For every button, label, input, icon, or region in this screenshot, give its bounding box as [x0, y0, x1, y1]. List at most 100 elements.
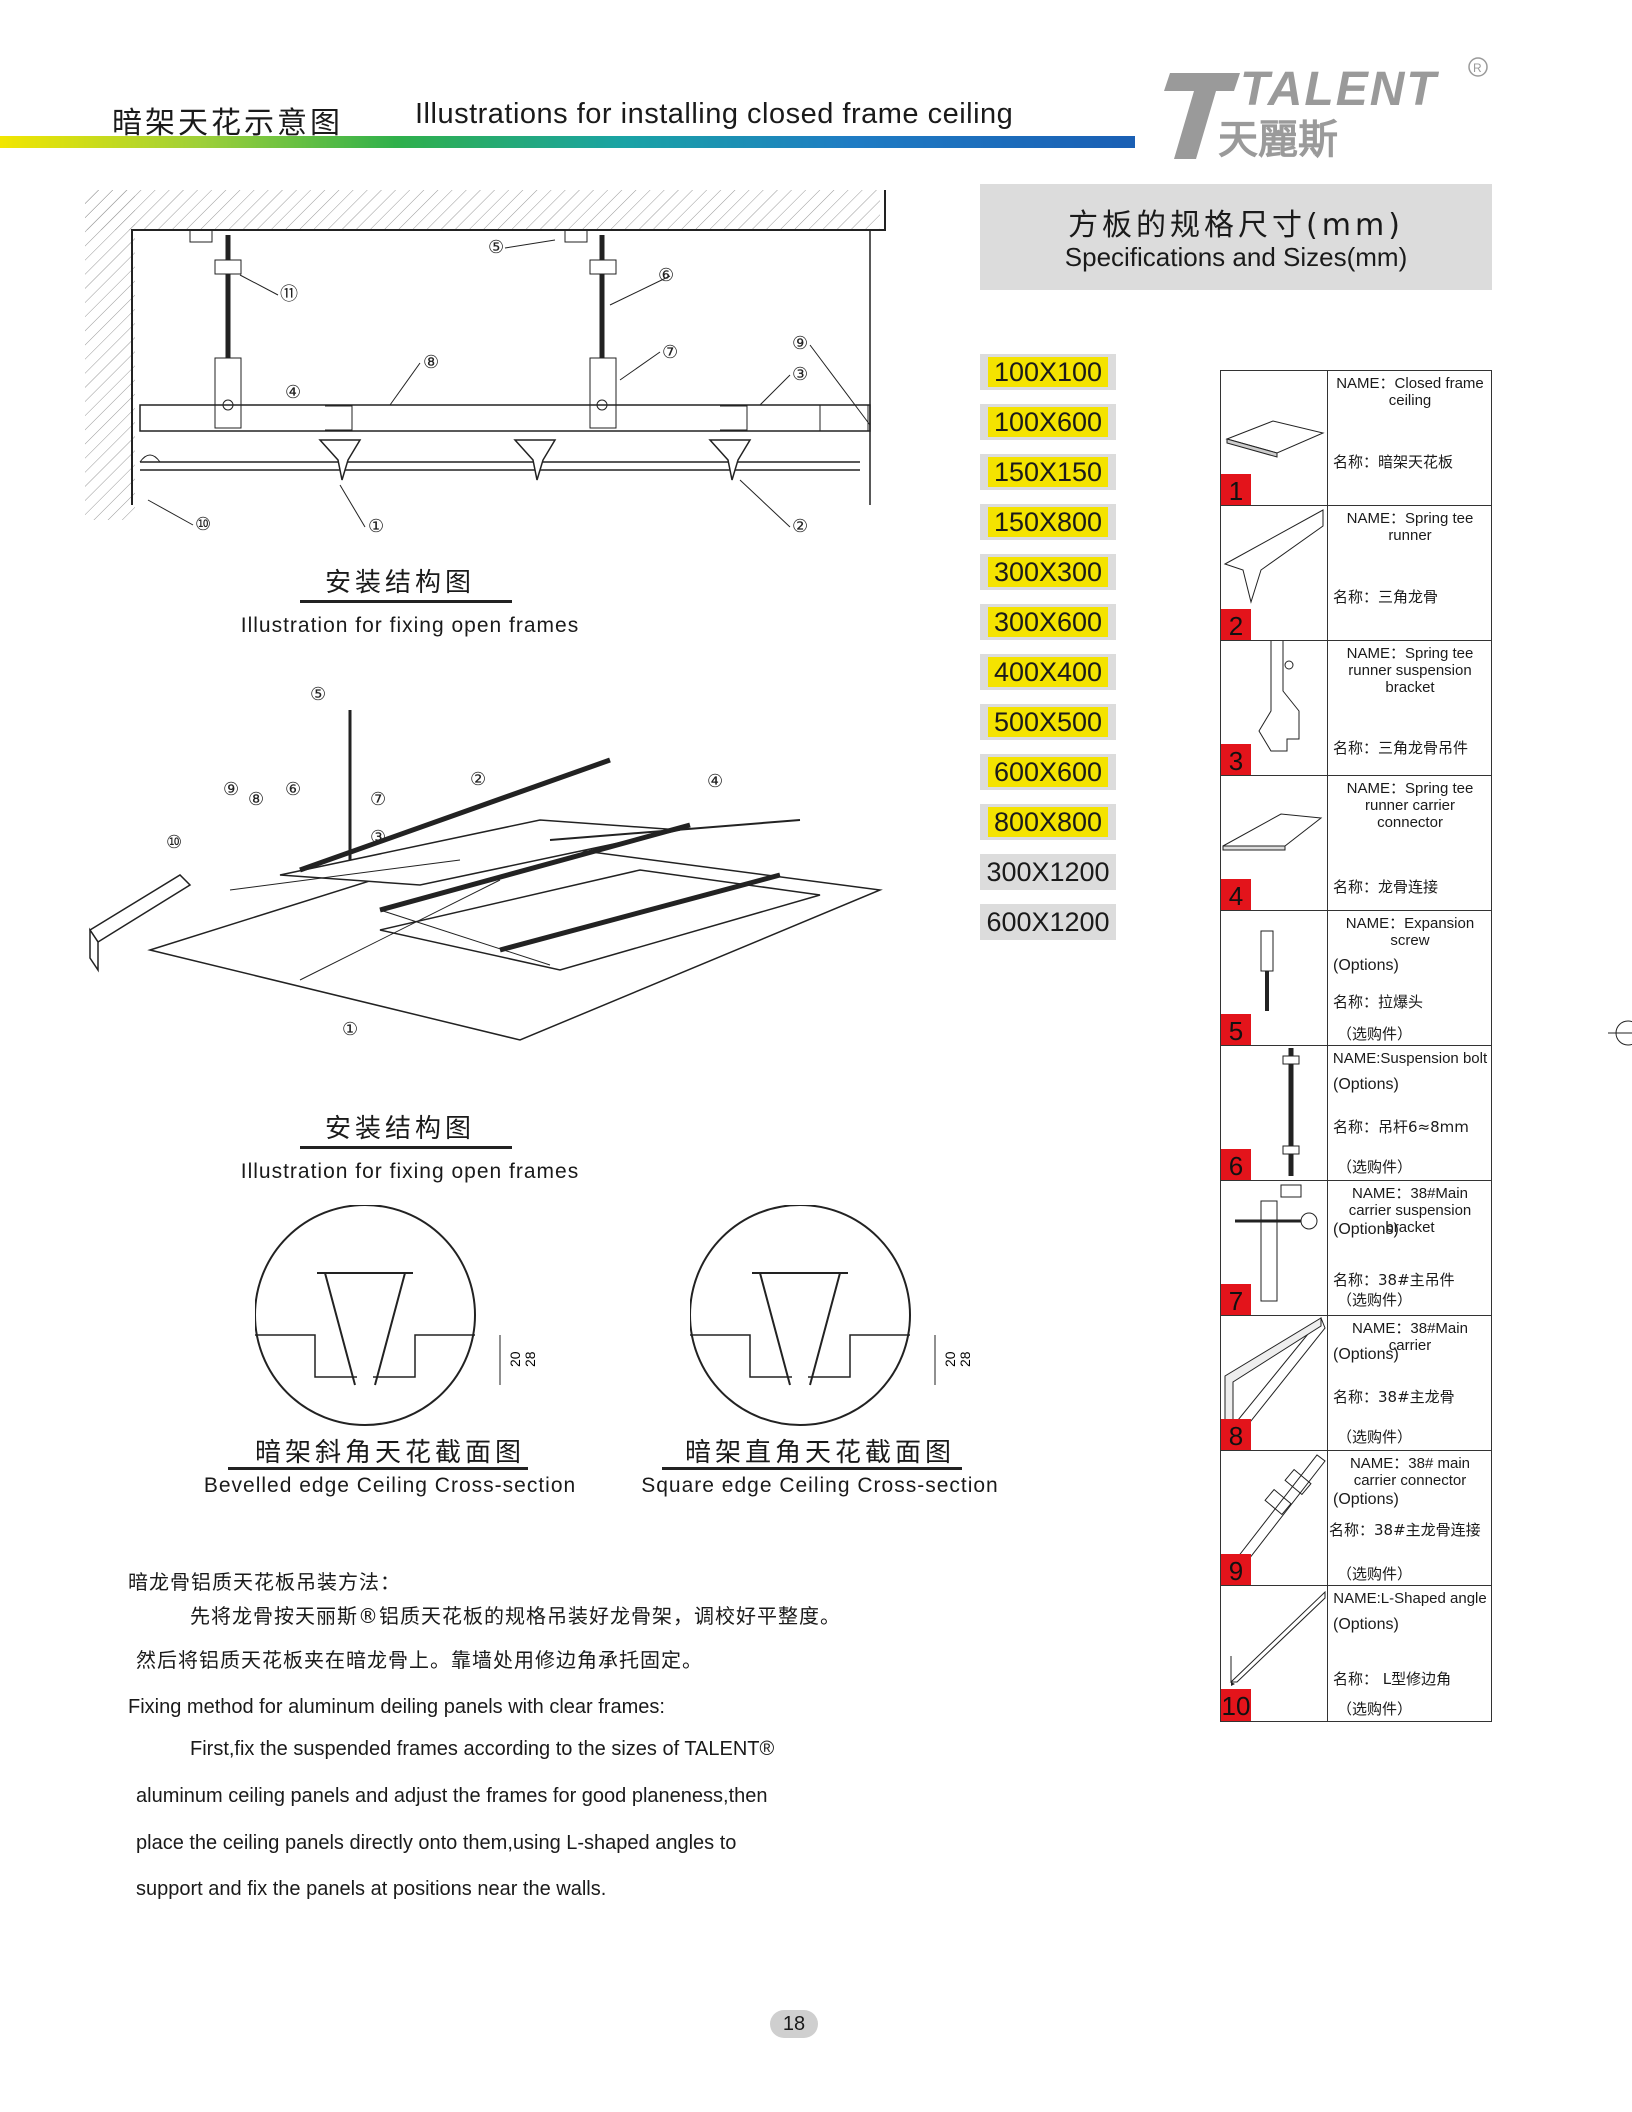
component-options-en: (Options) — [1333, 957, 1399, 974]
callout: ④ — [285, 382, 301, 402]
size-item: 150X800 — [980, 504, 1116, 540]
size-item: 150X150 — [980, 454, 1116, 490]
component-options-cn: （选购件） — [1337, 1565, 1413, 1583]
method-title-cn: 暗龙骨铝质天花板吊装方法： — [128, 1570, 401, 1594]
component-row: 8 NAME：38#Main carrier (Options) 名称：38#主… — [1220, 1315, 1492, 1451]
component-name-en: NAME：38#Main carrier — [1352, 1320, 1468, 1354]
svg-text:R: R — [1473, 61, 1482, 75]
component-image: 9 — [1221, 1451, 1328, 1586]
callout: ⑨ — [792, 333, 808, 353]
component-row: 5 NAME：Expansion screw (Options) 名称：拉爆头 … — [1220, 910, 1492, 1046]
component-name-cn: 名称：龙骨连接 — [1333, 878, 1439, 896]
component-name-cn: 名称：38#主吊件 — [1333, 1271, 1455, 1289]
size-item: 500X500 — [980, 704, 1116, 740]
square-edge-cross-section: 20 28 — [690, 1205, 970, 1426]
callout: ⑩ — [166, 832, 182, 852]
installation-section-diagram: ⑤ ⑥ ⑪ ⑦ ⑧ ⑨ ④ ③ ⑩ ① ② — [85, 190, 886, 536]
diagram2-caption-en: Illustration for fixing open frames — [240, 1160, 580, 1183]
component-image: 3 — [1221, 641, 1328, 776]
svg-text:28: 28 — [957, 1351, 970, 1367]
component-name-cn: 名称：38#主龙骨 — [1333, 1388, 1455, 1406]
component-options-en: (Options) — [1333, 1221, 1399, 1238]
component-name-cn: 名称：拉爆头 — [1333, 993, 1424, 1011]
method-line2-cn: 然后将铝质天花板夹在暗龙骨上。靠墙处用修边角承托固定。 — [136, 1648, 703, 1672]
square-caption-cn: 暗架直角天花截面图 — [684, 1438, 955, 1468]
logo-brand-cn: 天麗斯 — [1218, 118, 1338, 162]
square-caption-underline — [662, 1467, 962, 1470]
component-options-en: (Options) — [1333, 1076, 1399, 1093]
callout: ⑨ — [223, 779, 239, 799]
method-line1-en: First,fix the suspended frames according… — [190, 1738, 775, 1760]
callout: ⑥ — [658, 265, 674, 285]
component-name-cn: 名称：暗架天花板 — [1333, 453, 1454, 471]
square-caption-en: Square edge Ceiling Cross-section — [641, 1474, 999, 1497]
size-item: 300X1200 — [980, 854, 1116, 890]
diagram2-caption-cn: 安装结构图 — [324, 1114, 475, 1144]
svg-text:28: 28 — [522, 1351, 535, 1367]
callout: ⑪ — [280, 284, 298, 304]
component-options-en: (Options) — [1333, 1346, 1399, 1363]
component-row: 2 NAME：Spring tee runner 名称：三角龙骨 — [1220, 505, 1492, 641]
size-item: 800X800 — [980, 804, 1116, 840]
method-line4-en: support and fix the panels at positions … — [136, 1878, 607, 1900]
component-options-en: (Options) — [1333, 1616, 1399, 1633]
component-row: 3 NAME：Spring tee runner suspension brac… — [1220, 640, 1492, 776]
component-row: 4 NAME：Spring tee runner carrier connect… — [1220, 775, 1492, 911]
spec-title-cn: 方板的规格尺寸(mm) — [1068, 208, 1404, 243]
component-row: 10 NAME:L-Shaped angle (Options) 名称： L型修… — [1220, 1585, 1492, 1722]
diagram1-caption-en: Illustration for fixing open frames — [240, 614, 580, 637]
size-item: 100X100 — [980, 354, 1116, 390]
component-image: 7 — [1221, 1181, 1328, 1316]
bevelled-caption-en: Bevelled edge Ceiling Cross-section — [203, 1474, 577, 1497]
logo-brand-en: TALENT — [1240, 63, 1439, 116]
spec-header-box — [980, 184, 1492, 290]
svg-text:20: 20 — [507, 1351, 523, 1367]
callout: ⑥ — [285, 779, 301, 799]
callout: ⑤ — [488, 237, 504, 257]
component-image: 1 — [1221, 371, 1328, 506]
component-options-cn: （选购件） — [1337, 1158, 1413, 1176]
component-options-cn: （选购件） — [1337, 1025, 1413, 1043]
component-row: 6 NAME:Suspension bolt (Options) 名称：吊杆6≈… — [1220, 1045, 1492, 1181]
diagram2-caption-underline — [300, 1146, 512, 1149]
diagram1-caption-underline — [300, 600, 512, 603]
callout: ⑤ — [310, 684, 326, 704]
size-item: 400X400 — [980, 654, 1116, 690]
method-line3-en: place the ceiling panels directly onto t… — [136, 1832, 737, 1854]
svg-text:20: 20 — [942, 1351, 958, 1367]
component-name-cn: 名称：38#主龙骨连接 — [1329, 1521, 1481, 1539]
component-options-cn: （选购件） — [1337, 1428, 1413, 1446]
component-name-en: NAME：38# main carrier connector — [1349, 1455, 1471, 1489]
callout: ⑦ — [662, 342, 678, 362]
component-name-en: NAME：Spring tee runner carrier connector — [1346, 780, 1474, 831]
header-gradient-bar — [0, 136, 1135, 148]
page-title-en: Illustrations for installing closed fram… — [415, 98, 1014, 130]
callout: ⑦ — [370, 789, 386, 809]
component-options-cn: （选购件） — [1337, 1291, 1413, 1309]
callout: ① — [368, 516, 384, 536]
component-image: 6 — [1221, 1046, 1328, 1181]
component-options-en: (Options) — [1333, 1491, 1399, 1508]
component-name-cn: 名称： L型修边角 — [1333, 1670, 1452, 1688]
component-image: 8 — [1221, 1316, 1328, 1451]
component-image: 5 — [1221, 911, 1328, 1046]
component-image: 4 — [1221, 776, 1328, 911]
spec-title-en: Specifications and Sizes(mm) — [1064, 242, 1408, 272]
component-row: 7 NAME：38#Main carrier suspension bracke… — [1220, 1180, 1492, 1316]
callout: ⑧ — [248, 789, 264, 809]
page-title-cn: 暗架天花示意图 — [112, 106, 343, 141]
callout: ③ — [792, 364, 808, 384]
component-options-cn: （选购件） — [1337, 1700, 1413, 1718]
method-line2-en: aluminum ceiling panels and adjust the f… — [136, 1785, 768, 1807]
callout: ⑧ — [423, 352, 439, 372]
component-row: 1 NAME：Closed frame ceiling 名称：暗架天花板 — [1220, 370, 1492, 506]
component-row: 9 NAME：38# main carrier connector (Optio… — [1220, 1450, 1492, 1586]
callout: ⑩ — [195, 514, 211, 534]
component-name-en: NAME:Suspension bolt — [1332, 1050, 1488, 1067]
size-item: 300X300 — [980, 554, 1116, 590]
method-title-en: Fixing method for aluminum deiling panel… — [128, 1696, 665, 1718]
callout: ② — [792, 516, 808, 536]
size-item: 600X600 — [980, 754, 1116, 790]
size-item: 300X600 — [980, 604, 1116, 640]
component-name-en: NAME：Spring tee runner — [1346, 510, 1474, 544]
